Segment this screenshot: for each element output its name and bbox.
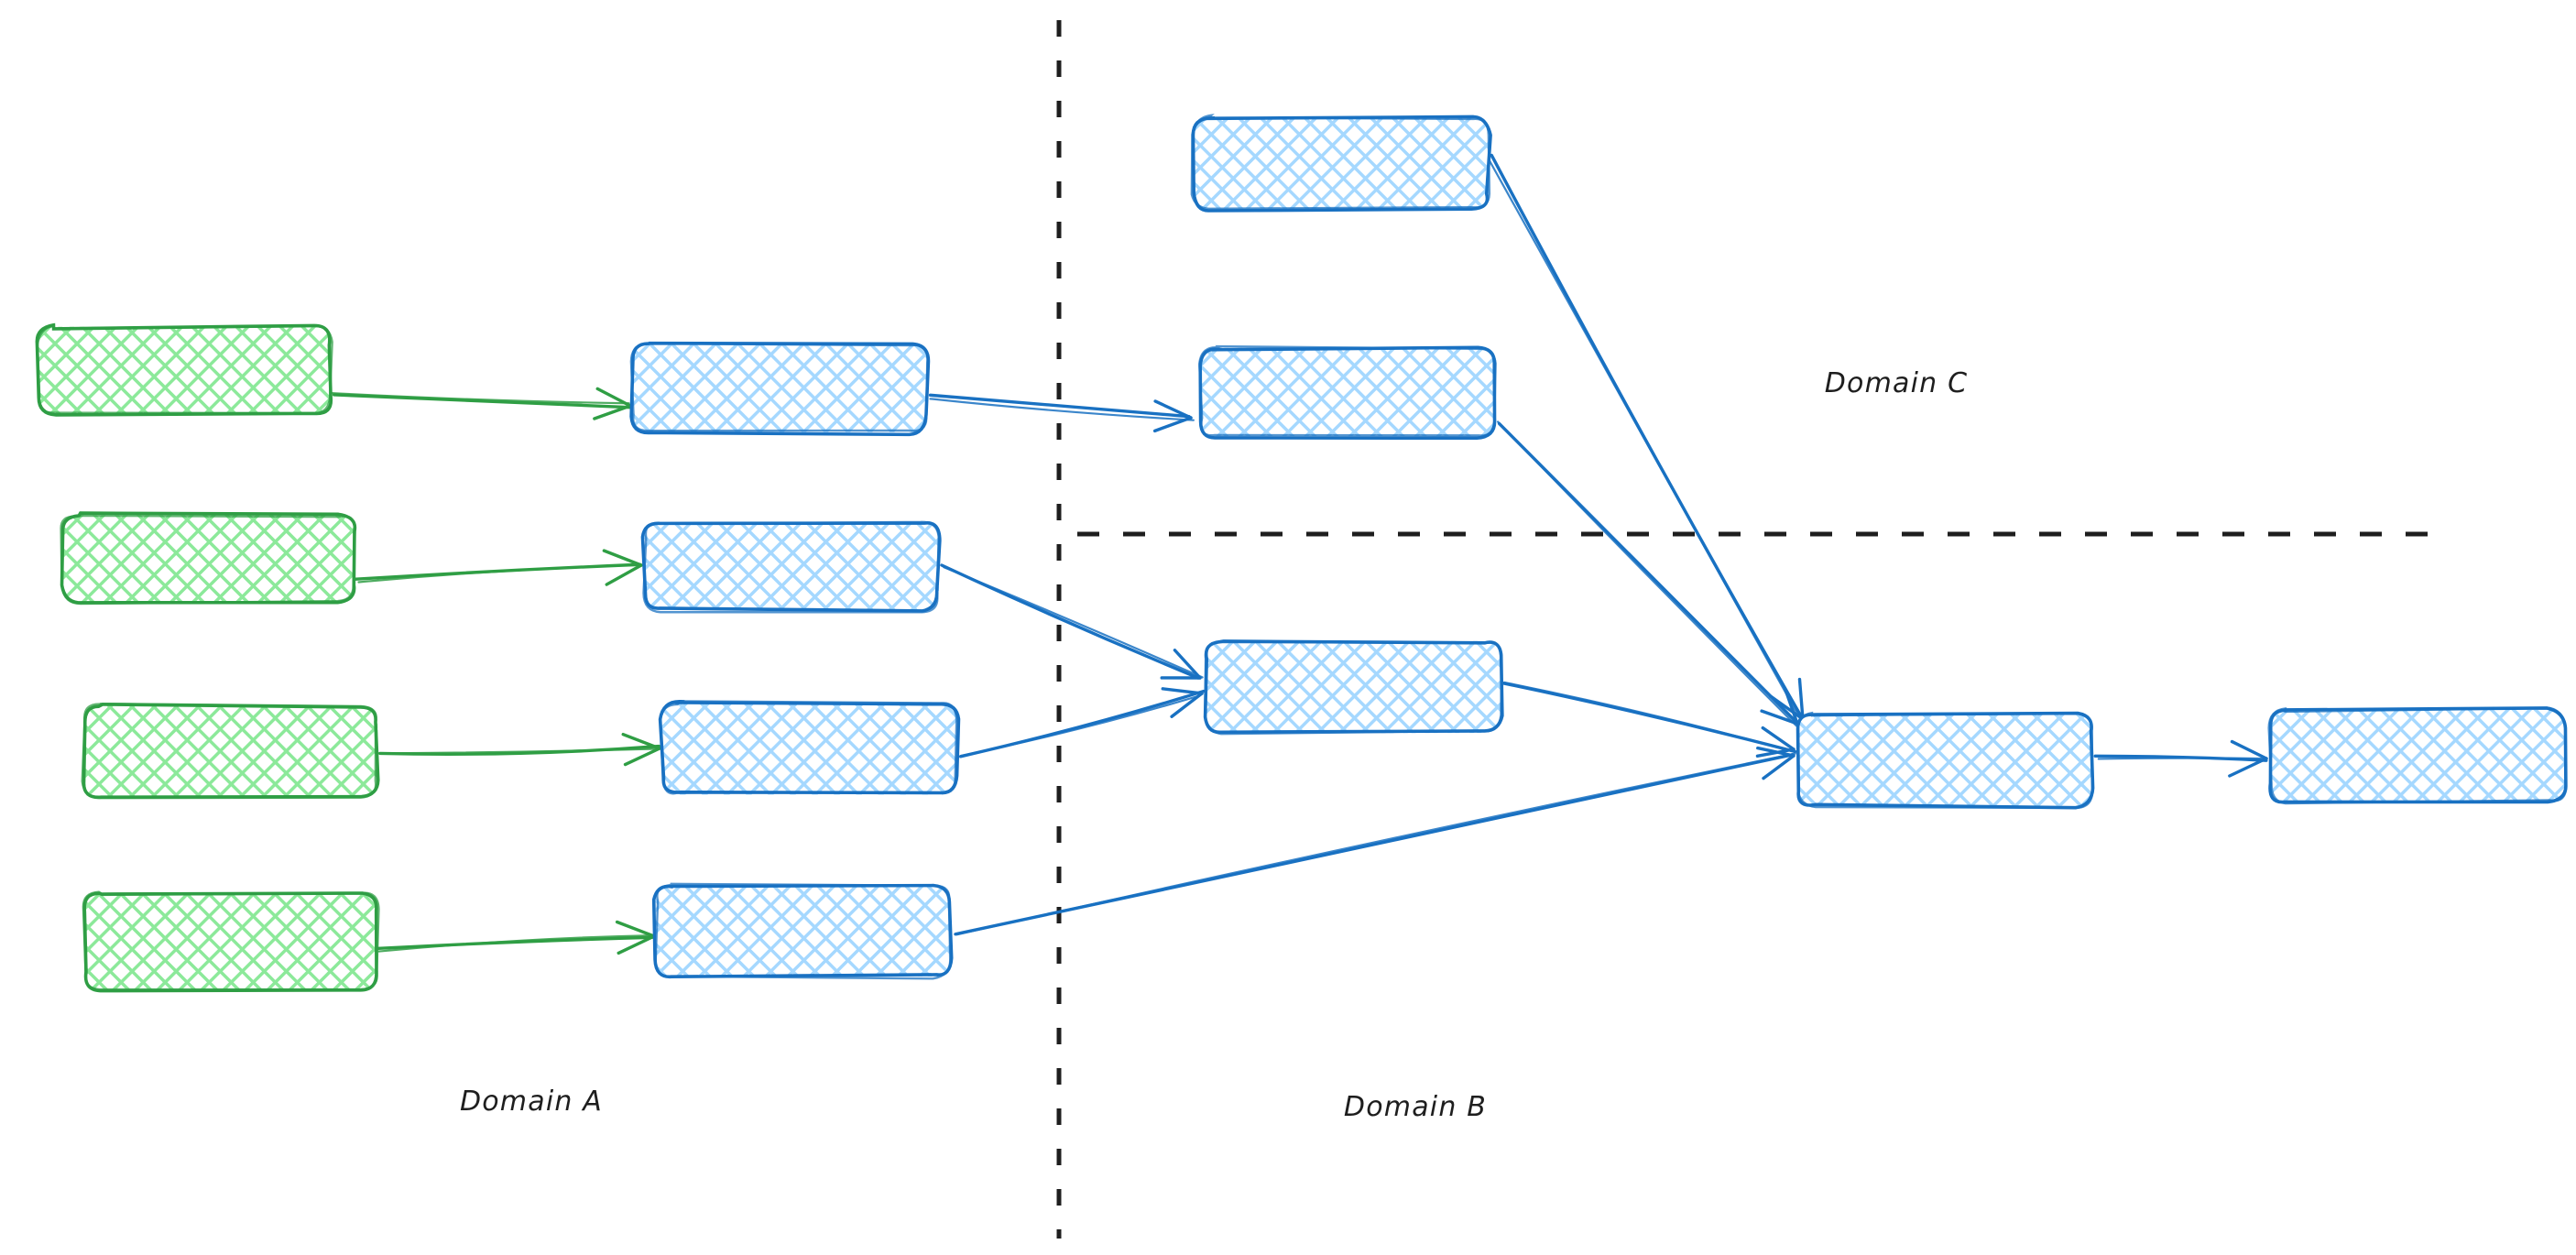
edge-c3-hub xyxy=(1501,681,1797,758)
node-fill xyxy=(61,515,355,602)
node-b3[interactable] xyxy=(658,700,961,795)
edge-b3-c3 xyxy=(958,687,1206,758)
node-a3[interactable] xyxy=(81,702,380,800)
node-b4[interactable] xyxy=(651,882,954,980)
node-out[interactable] xyxy=(2267,706,2568,805)
node-c3[interactable] xyxy=(1203,639,1504,736)
node-hub[interactable] xyxy=(1796,711,2095,810)
node-fill xyxy=(83,892,378,990)
node-fill xyxy=(1199,347,1496,437)
node-b2[interactable] xyxy=(640,520,942,614)
edge-b4-hub xyxy=(954,746,1796,936)
node-outline xyxy=(36,324,333,415)
node-a1[interactable] xyxy=(35,322,333,417)
node-outline xyxy=(629,342,929,432)
node-fill xyxy=(655,885,951,977)
node-a2[interactable] xyxy=(60,511,357,606)
label-layer: Domain A Domain B Domain C xyxy=(460,367,1969,1123)
node-a4[interactable] xyxy=(82,890,380,993)
node-outline xyxy=(642,520,940,614)
node-outline xyxy=(82,890,380,991)
edge-layer xyxy=(328,153,2268,955)
node-fill xyxy=(38,326,332,414)
edge-b1-c2 xyxy=(928,393,1195,433)
node-outline xyxy=(654,882,952,980)
node-c2[interactable] xyxy=(1198,344,1497,441)
edge-c2-hub xyxy=(1497,420,1799,727)
edge-a2-b2 xyxy=(354,549,645,586)
node-outline xyxy=(1796,711,2094,810)
node-outline xyxy=(1204,640,1503,736)
node-fill xyxy=(632,344,927,432)
edge-a1-b1 xyxy=(328,387,632,420)
node-fill xyxy=(84,704,378,798)
domain-b-label: Domain B xyxy=(1344,1091,1487,1123)
node-fill xyxy=(1797,714,2093,806)
edge-a4-b4 xyxy=(377,920,656,955)
node-fill xyxy=(2270,709,2566,802)
node-outline xyxy=(1190,114,1491,211)
edge-c1-hub xyxy=(1487,153,1806,722)
edge-b2-c3 xyxy=(940,563,1204,680)
domain-c-label: Domain C xyxy=(1825,367,1969,399)
node-b1[interactable] xyxy=(629,341,931,437)
edge-a3-b3 xyxy=(377,732,661,767)
domain-a-label: Domain A xyxy=(460,1086,603,1118)
node-outline xyxy=(35,322,333,417)
node-outline xyxy=(1198,344,1497,437)
node-outline xyxy=(659,700,958,795)
node-outline xyxy=(81,702,377,800)
node-outline xyxy=(2267,706,2568,805)
node-fill xyxy=(661,702,957,795)
node-c1[interactable] xyxy=(1190,114,1492,213)
node-fill xyxy=(1205,640,1501,734)
node-layer xyxy=(35,114,2568,993)
node-outline xyxy=(60,514,356,606)
node-fill xyxy=(643,521,940,610)
edge-hub-out xyxy=(2093,739,2268,778)
node-fill xyxy=(1193,116,1489,209)
